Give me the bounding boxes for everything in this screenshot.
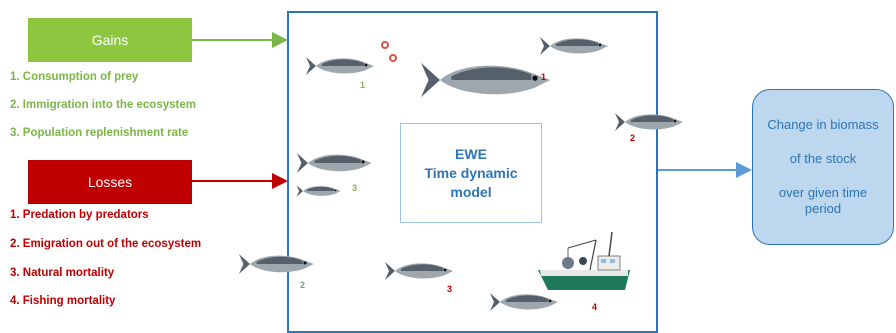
ewe-model-line1: EWE	[455, 145, 487, 162]
marker-gain-replenish: 3	[352, 183, 358, 193]
fish-natural-mortality-icon	[385, 262, 453, 280]
marker-loss-natural: 3	[447, 284, 453, 294]
losses-title: Losses	[87, 174, 133, 190]
loss-item-emigration: 2. Emigration out of the ecosystem	[10, 238, 202, 250]
result-line2: of the stock	[789, 151, 857, 166]
gain-item-consumption: 1. Consumption of prey	[10, 71, 139, 83]
fish-emigrating-right-icon	[615, 113, 683, 131]
ewe-model-box: EWE Time dynamic model	[400, 123, 542, 223]
fish-caught-icon	[490, 293, 558, 311]
fish-replenish-small-icon	[296, 185, 341, 197]
marker-loss-fishing: 4	[592, 302, 598, 312]
ewe-model-line2: Time dynamic	[424, 164, 518, 181]
gains-title: Gains	[91, 32, 129, 48]
fish-emigrating-top-icon	[540, 37, 608, 55]
tuna-predator-icon	[421, 62, 551, 98]
marker-gain-immigration: 2	[300, 280, 306, 290]
marker-loss-predator: 1	[541, 72, 547, 82]
shrimp-icon	[381, 41, 397, 62]
fish-prey-icon	[306, 57, 374, 75]
marker-gain-prey: 1	[360, 80, 366, 90]
result-line4: period	[804, 201, 842, 216]
gain-item-immigration: 2. Immigration into the ecosystem	[10, 99, 196, 111]
losses-box: Losses	[28, 160, 192, 204]
result-line1: Change in biomass	[767, 117, 879, 132]
gain-item-replenishment: 3. Population replenishment rate	[10, 127, 189, 139]
diagram-graphics	[192, 32, 752, 311]
fishing-boat-icon	[538, 231, 630, 290]
ewe-model-line3: model	[450, 183, 492, 200]
gains-box: Gains	[28, 18, 192, 62]
fish-replenish-large-icon	[297, 153, 372, 173]
loss-item-predation: 1. Predation by predators	[10, 209, 149, 221]
fish-immigrating-icon	[239, 254, 314, 274]
loss-item-natural-mortality: 3. Natural mortality	[10, 267, 115, 279]
result-line3: over given time	[778, 185, 868, 200]
marker-loss-emigration: 2	[630, 133, 636, 143]
biomass-change-box: Change in biomass of the stock over give…	[752, 89, 894, 245]
loss-item-fishing-mortality: 4. Fishing mortality	[10, 295, 116, 307]
